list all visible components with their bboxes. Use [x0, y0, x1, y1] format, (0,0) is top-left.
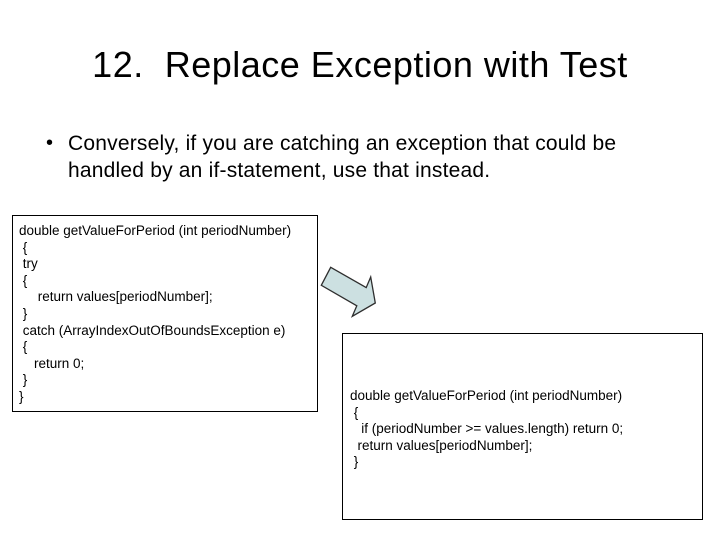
transform-arrow-icon [320, 266, 377, 318]
block-arrow-shape [320, 266, 377, 318]
code-box-before: double getValueForPeriod (int periodNumb… [12, 215, 318, 412]
bullet-item: • Conversely, if you are catching an exc… [46, 130, 643, 184]
code-box-after: double getValueForPeriod (int periodNumb… [342, 333, 703, 520]
bullet-icon: • [46, 132, 54, 154]
bullet-text: Conversely, if you are catching an excep… [68, 132, 617, 182]
slide-title: 12. Replace Exception with Test [92, 44, 628, 85]
